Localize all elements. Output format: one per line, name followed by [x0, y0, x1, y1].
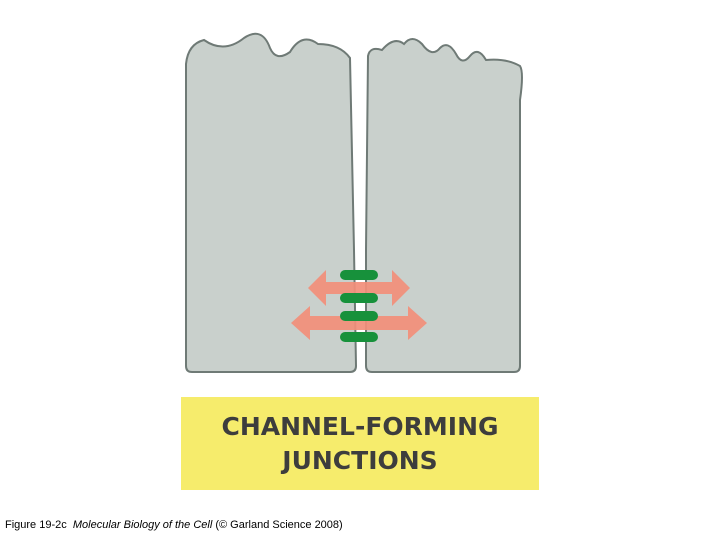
caption-book: Molecular Biology of the Cell	[72, 519, 213, 531]
caption-figure: Figure 19-2c	[5, 519, 67, 531]
caption-credit: (© Garland Science 2008)	[215, 519, 343, 531]
channel-1	[340, 270, 378, 280]
upper-exchange-arrow	[308, 270, 410, 306]
channel-2	[340, 293, 378, 303]
label-line-2: JUNCTIONS	[282, 445, 438, 475]
junction-label-box: CHANNEL-FORMING JUNCTIONS	[181, 397, 539, 490]
lower-exchange-arrow	[291, 306, 427, 340]
channel-4	[340, 332, 378, 342]
figure-caption: Figure 19-2c Molecular Biology of the Ce…	[5, 519, 343, 531]
cell-junction-diagram	[185, 32, 523, 373]
channel-3	[340, 311, 378, 321]
label-line-1: CHANNEL-FORMING	[221, 411, 499, 441]
